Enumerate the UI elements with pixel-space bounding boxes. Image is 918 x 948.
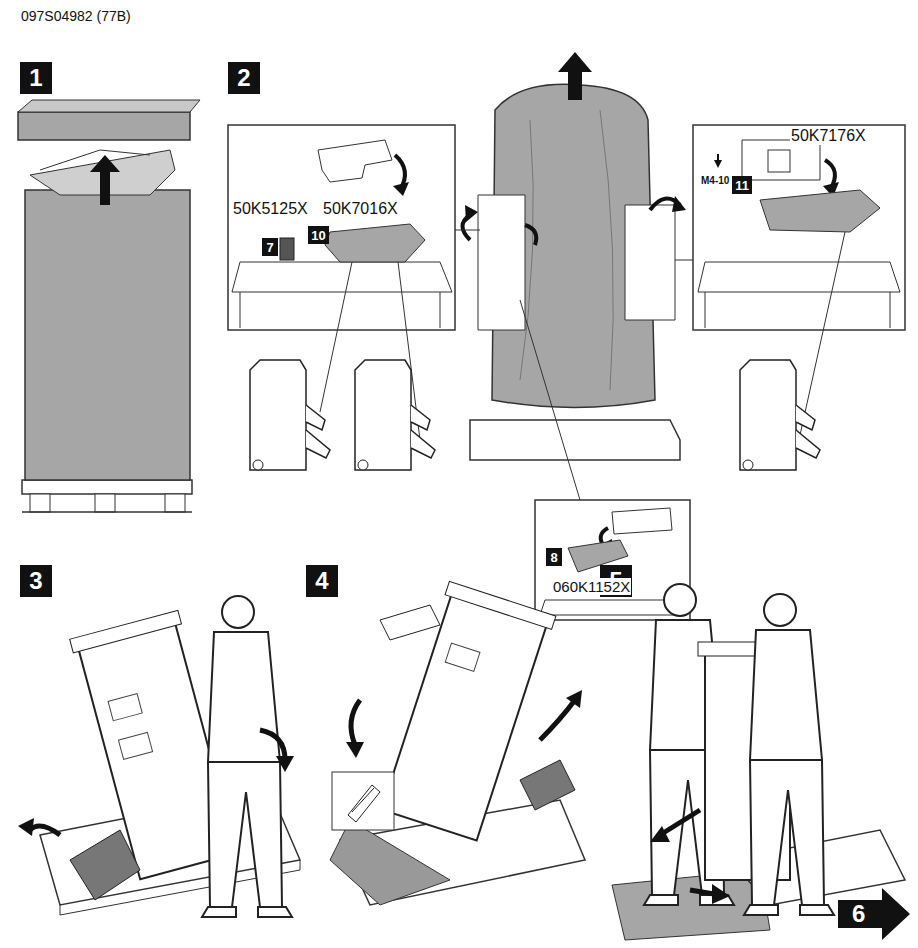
part-number: 50K7176X: [790, 127, 867, 145]
panel-two-machine: [455, 52, 693, 500]
next-step-arrow: 6: [838, 888, 910, 940]
callout-number: 10: [308, 226, 329, 244]
panel-four: [330, 581, 585, 905]
callout-number: 11: [732, 176, 752, 194]
panel-two-right-inset: [693, 125, 905, 470]
part-number: 50K5125X: [232, 200, 309, 218]
callout-number: 8: [550, 551, 557, 564]
panel-five: [612, 584, 905, 940]
step-number: 4: [315, 569, 328, 593]
document-number: 097S04982 (77B): [20, 8, 132, 24]
step-number: 4: [306, 565, 338, 597]
step-number: 2: [237, 66, 250, 90]
step-number: 3: [29, 569, 42, 593]
panel-three: [18, 596, 300, 917]
step-number: 1: [20, 62, 52, 94]
part-number: 060K1152X: [552, 578, 631, 595]
step-number: 1: [29, 66, 42, 90]
screw-size: M4-10: [700, 175, 730, 187]
step-number: 2: [228, 62, 260, 94]
part-number: 50K7016X: [322, 200, 399, 218]
callout-number: 7: [262, 238, 278, 256]
callout-number: 7: [266, 241, 273, 254]
callout-number: 8: [546, 548, 562, 566]
step-number: 3: [20, 565, 52, 597]
arrow-shape: [838, 888, 910, 940]
panel-one: [18, 100, 200, 512]
panel-two-left-inset: [228, 125, 455, 470]
callout-number: 10: [311, 229, 325, 242]
callout-number: 11: [735, 179, 749, 192]
step-number: 6: [852, 902, 865, 926]
